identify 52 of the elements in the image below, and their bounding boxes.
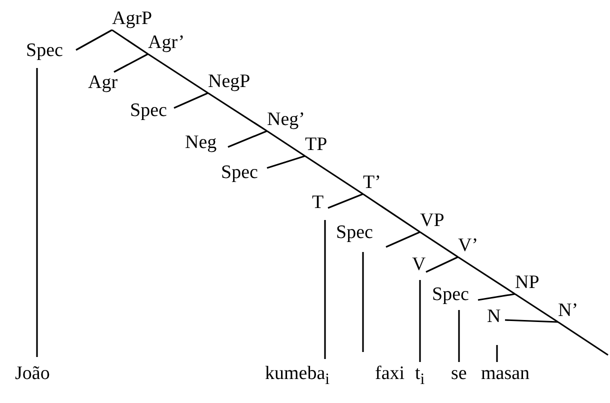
tree-branch [419, 280, 421, 362]
category-label: TP [305, 134, 328, 156]
tree-branch [420, 231, 458, 258]
word-label: masan [481, 363, 530, 385]
word-label: t$_{i}$ [415, 363, 425, 391]
tree-branch [458, 256, 516, 295]
tree-branch [362, 193, 420, 233]
category-label: Spec [26, 40, 63, 62]
tree-branch [426, 256, 458, 273]
tree-branch [504, 319, 558, 323]
tree-branch [112, 29, 148, 55]
tree-branch [324, 220, 326, 359]
category-label: Spec [221, 162, 258, 184]
tree-branch [148, 53, 208, 94]
category-label: N [487, 306, 501, 328]
category-label: V [412, 254, 426, 276]
tree-branch [496, 345, 498, 362]
category-label: Spec [432, 284, 469, 306]
tree-branch [478, 293, 516, 301]
category-label: Agr’ [148, 32, 185, 54]
tree-branch [328, 193, 364, 209]
word-label: João [15, 363, 50, 385]
category-label: NegP [208, 71, 250, 93]
tree-branch [208, 92, 268, 132]
category-label: AgrP [112, 8, 152, 30]
tree-branch [558, 321, 608, 356]
category-label: Agr [88, 72, 118, 94]
tree-branch [362, 252, 364, 352]
tree-branch [114, 53, 148, 73]
category-label: VP [420, 210, 444, 232]
category-label: T [312, 192, 324, 214]
category-label: NP [515, 272, 540, 294]
category-label: Neg [185, 132, 217, 154]
word-label: faxi [375, 363, 405, 385]
tree-branch [36, 68, 38, 357]
word-label: kumeba$_{i}$ [265, 363, 330, 391]
tree-branch [458, 310, 460, 362]
tree-branch [304, 155, 364, 195]
tree-branch [174, 92, 208, 109]
category-label: Spec [130, 100, 167, 122]
tree-branch [266, 130, 306, 157]
tree-branch [228, 130, 268, 148]
category-label: T’ [363, 172, 381, 194]
tree-branch [76, 29, 112, 51]
word-label: se [451, 363, 467, 385]
tree-branch [386, 231, 420, 248]
category-label: Neg’ [267, 109, 305, 131]
category-label: Spec [336, 222, 373, 244]
tree-branch [266, 155, 306, 169]
category-label: V’ [458, 235, 478, 257]
category-label: N’ [558, 300, 578, 322]
tree-branch [514, 293, 558, 323]
